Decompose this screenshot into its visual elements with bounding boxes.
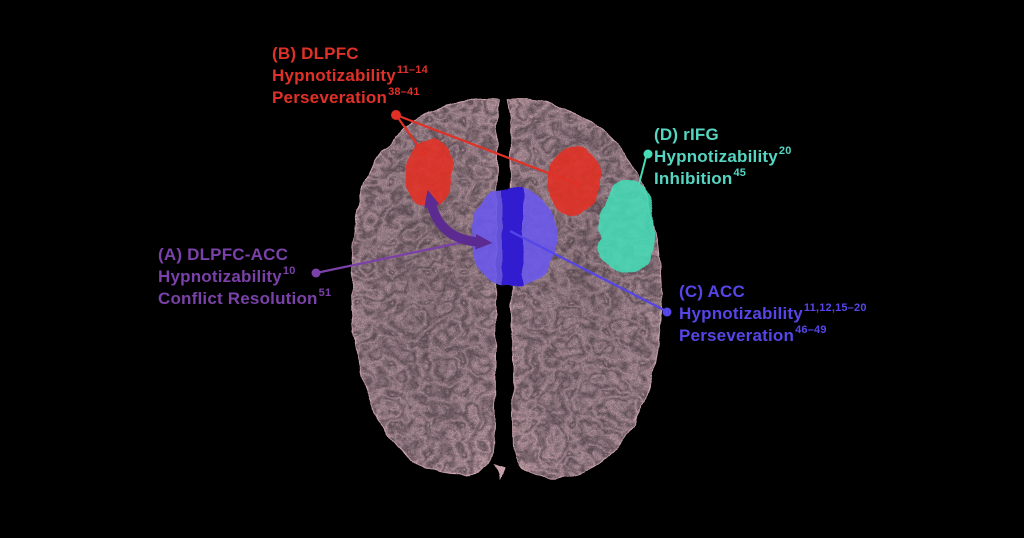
citation-superscript: 51 bbox=[318, 287, 332, 300]
callout-tip-dlpfc-left bbox=[421, 151, 427, 157]
annotation-line: Perseveration38–41 bbox=[272, 86, 420, 107]
citation-superscript: 45 bbox=[733, 167, 747, 180]
citation-superscript: 11–14 bbox=[396, 64, 428, 77]
callout-line-rifg bbox=[638, 156, 647, 185]
annotation-acc: (C) ACC Hypnotizability11,12,15–20 Perse… bbox=[679, 281, 867, 347]
callout-dot-acc bbox=[662, 307, 672, 317]
annotation-title: (B) DLPFC bbox=[272, 44, 359, 63]
annotation-title: (C) ACC bbox=[679, 282, 745, 301]
callouts bbox=[311, 110, 672, 317]
annotation-line: Conflict Resolution51 bbox=[158, 287, 332, 308]
callout-line-acc bbox=[509, 230, 667, 312]
callout-line-dlpfc-right bbox=[395, 113, 578, 186]
callout-line-dlpfc-left bbox=[395, 114, 425, 155]
brain bbox=[351, 97, 662, 480]
annotation-title: (A) DLPFC-ACC bbox=[158, 245, 289, 264]
region-rifg bbox=[598, 180, 655, 272]
annotation-line: Hypnotizability10 bbox=[158, 265, 296, 286]
citation-superscript: 10 bbox=[282, 265, 296, 278]
brainstem-tip bbox=[494, 464, 505, 480]
annotation-dlpfc: (B) DLPFC Hypnotizability11–14 Persevera… bbox=[272, 43, 428, 109]
annotation-line: Perseveration46–49 bbox=[679, 324, 827, 345]
annotation-line: Inhibition45 bbox=[654, 167, 747, 188]
annotation-dlpfc-acc: (A) DLPFC-ACC Hypnotizability10 Conflict… bbox=[158, 244, 331, 310]
annotation-line: Hypnotizability11,12,15–20 bbox=[679, 302, 867, 323]
citation-superscript: 20 bbox=[778, 145, 792, 158]
callout-tip-dlpfc-right bbox=[574, 181, 580, 187]
callout-dot-dlpfc bbox=[391, 110, 401, 120]
annotation-line: Hypnotizability20 bbox=[654, 145, 792, 166]
citation-superscript: 46–49 bbox=[795, 324, 827, 337]
callout-dot-rifg bbox=[643, 149, 653, 159]
region-acc-midline bbox=[502, 187, 523, 286]
annotation-title: (D) rIFG bbox=[654, 125, 719, 144]
annotation-rifg: (D) rIFG Hypnotizability20 Inhibition45 bbox=[654, 124, 792, 190]
annotation-line: Hypnotizability11–14 bbox=[272, 64, 428, 85]
region-right-dlpfc bbox=[548, 147, 601, 216]
stipple-texture bbox=[351, 98, 661, 478]
callout-dot-dlpfc-acc bbox=[311, 268, 321, 278]
citation-superscript: 38–41 bbox=[388, 86, 420, 99]
bidirectional-arrow-dlpfc-acc bbox=[424, 189, 493, 250]
citation-superscript: 11,12,15–20 bbox=[803, 302, 867, 315]
